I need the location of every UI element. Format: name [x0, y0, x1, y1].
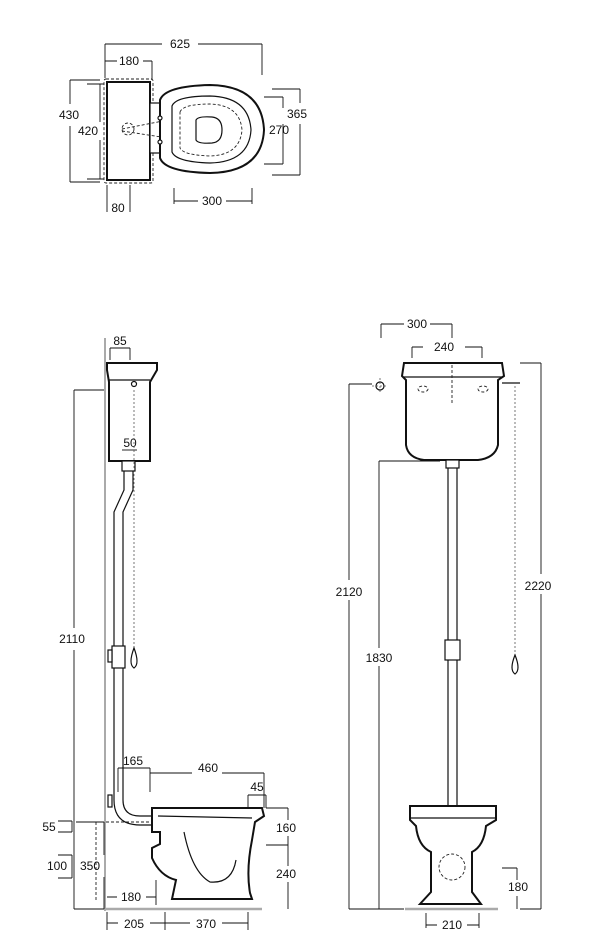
chain-pivot-icon: [130, 380, 138, 388]
dim-line-pipe-height: [378, 460, 440, 909]
dim-label-pedestal-width: 210: [442, 918, 462, 932]
dim-line-cistern-top: [109, 347, 131, 360]
bowl-front-outline: [409, 805, 497, 905]
dim-line-overall-height: [520, 362, 542, 910]
dim-label-total-height: 2110: [59, 632, 85, 646]
dim-label-bowl-lower: 240: [276, 867, 296, 881]
cistern-side-outline: [106, 362, 158, 462]
bowl-outlet-plan: [195, 116, 223, 144]
dim-label-overall-depth: 430: [59, 108, 79, 122]
dim-label-bowl-width: 300: [202, 194, 222, 208]
cistern-front-outline: [400, 362, 506, 461]
dim-label-overall-width: 625: [170, 37, 190, 51]
outlet-hidden-line: [95, 821, 150, 900]
wall-bracket-lower: [107, 794, 113, 808]
wall-bracket-upper: [107, 649, 113, 663]
flush-pipe-plan-circle: [121, 122, 135, 136]
wall-fixing-cross-icon: [372, 378, 388, 394]
dim-line-cistern-width: [105, 60, 153, 80]
bolt-hole-left-icon: [417, 385, 429, 393]
dim-label-rim-lip: 45: [250, 780, 264, 794]
dim-line-bowl-depth: [272, 88, 301, 176]
pipe-coupling-middle: [111, 645, 126, 669]
dim-line-cistern-depth: [87, 83, 104, 180]
dim-label-overall-height: 2220: [525, 579, 552, 593]
dim-line-offset: [106, 185, 131, 212]
dim-line-outlet-height: [58, 820, 73, 833]
flush-pipe-upper: [113, 471, 134, 640]
dim-line-bowl-projection: [150, 772, 265, 808]
pipe-coupling-top: [121, 460, 136, 472]
dim-line-fixing-height: [348, 383, 404, 910]
dim-label-seat-depth: 270: [269, 123, 289, 137]
dim-line-front-cistern-width: [380, 323, 453, 338]
hinge-bolt-left-icon: [157, 115, 163, 121]
dim-line-waste-height: [502, 867, 518, 909]
dim-line-bottom: [106, 912, 249, 930]
front-flush-pipe: [447, 468, 458, 806]
flush-pipe-plan-dashes: [121, 119, 169, 139]
dim-label-bowl-projection: 460: [198, 761, 218, 775]
dim-label-waste-height: 180: [508, 880, 528, 894]
front-view: 300 240 2120 1830 2220 18: [336, 317, 552, 932]
flush-pipe-lower: [113, 640, 160, 826]
dim-label-pipe-height: 1830: [366, 651, 393, 665]
dim-line-pedestal-width: [425, 913, 480, 928]
dim-line-overall-depth: [69, 79, 100, 183]
front-pipe-coupling-top: [445, 459, 460, 469]
dim-label-wall-to-outlet: 205: [124, 917, 144, 931]
dim-label-pipe-offset: 165: [123, 754, 143, 768]
waste-outlet-circle: [438, 853, 466, 881]
dim-label-bowl-depth: 365: [287, 107, 307, 121]
dim-label-bowl-height: 350: [80, 859, 100, 873]
dim-label-fixing-height: 2120: [336, 585, 363, 599]
dim-line-total-height: [73, 389, 104, 910]
cistern-plan-outline: [106, 81, 151, 181]
dim-label-bolt-spacing: 240: [434, 340, 454, 354]
front-chain-handle-icon[interactable]: [511, 653, 519, 675]
dim-line-rim-lip: [247, 794, 267, 808]
bowl-rim-hidden: [179, 103, 243, 157]
bolt-hole-right-icon: [477, 385, 489, 393]
dim-label-outlet-to-front: 370: [196, 917, 216, 931]
dim-label-bowl-upper: 160: [276, 821, 296, 835]
dim-label-cistern-width: 180: [119, 54, 139, 68]
dim-line-bowl-width: [173, 188, 253, 204]
dim-line-outlet-depth: [107, 880, 157, 905]
dim-label-pipe-diameter: 50: [123, 436, 137, 450]
bowl-trap-line: [183, 831, 237, 883]
plan-view: 625 180 430 420 365 270 300 80: [59, 37, 307, 215]
seat-side-line: [157, 815, 253, 819]
dim-line-bowl-height: [76, 821, 105, 909]
dim-label-outlet-depth: 180: [121, 890, 141, 904]
dim-label-cistern-top: 85: [113, 334, 127, 348]
chain-handle-icon[interactable]: [130, 646, 138, 669]
dim-line-seat-depth: [264, 96, 284, 165]
dim-line-pipe-offset: [117, 767, 151, 792]
hinge-bolt-right-icon: [157, 139, 163, 145]
dim-line-bolt-spacing: [411, 346, 483, 358]
dim-label-cistern-depth: 420: [78, 124, 98, 138]
front-pipe-coupling-middle: [444, 639, 461, 661]
dim-line-floor-offset: [58, 854, 73, 879]
dim-line-bowl-upper: [266, 807, 289, 846]
dim-label-offset: 80: [111, 201, 125, 215]
dim-label-floor-offset: 100: [47, 859, 67, 873]
dim-label-outlet-height: 55: [42, 820, 56, 834]
side-view: 85 50 2110 165 460 45: [42, 334, 296, 931]
dim-label-front-cistern-width: 300: [407, 317, 427, 331]
